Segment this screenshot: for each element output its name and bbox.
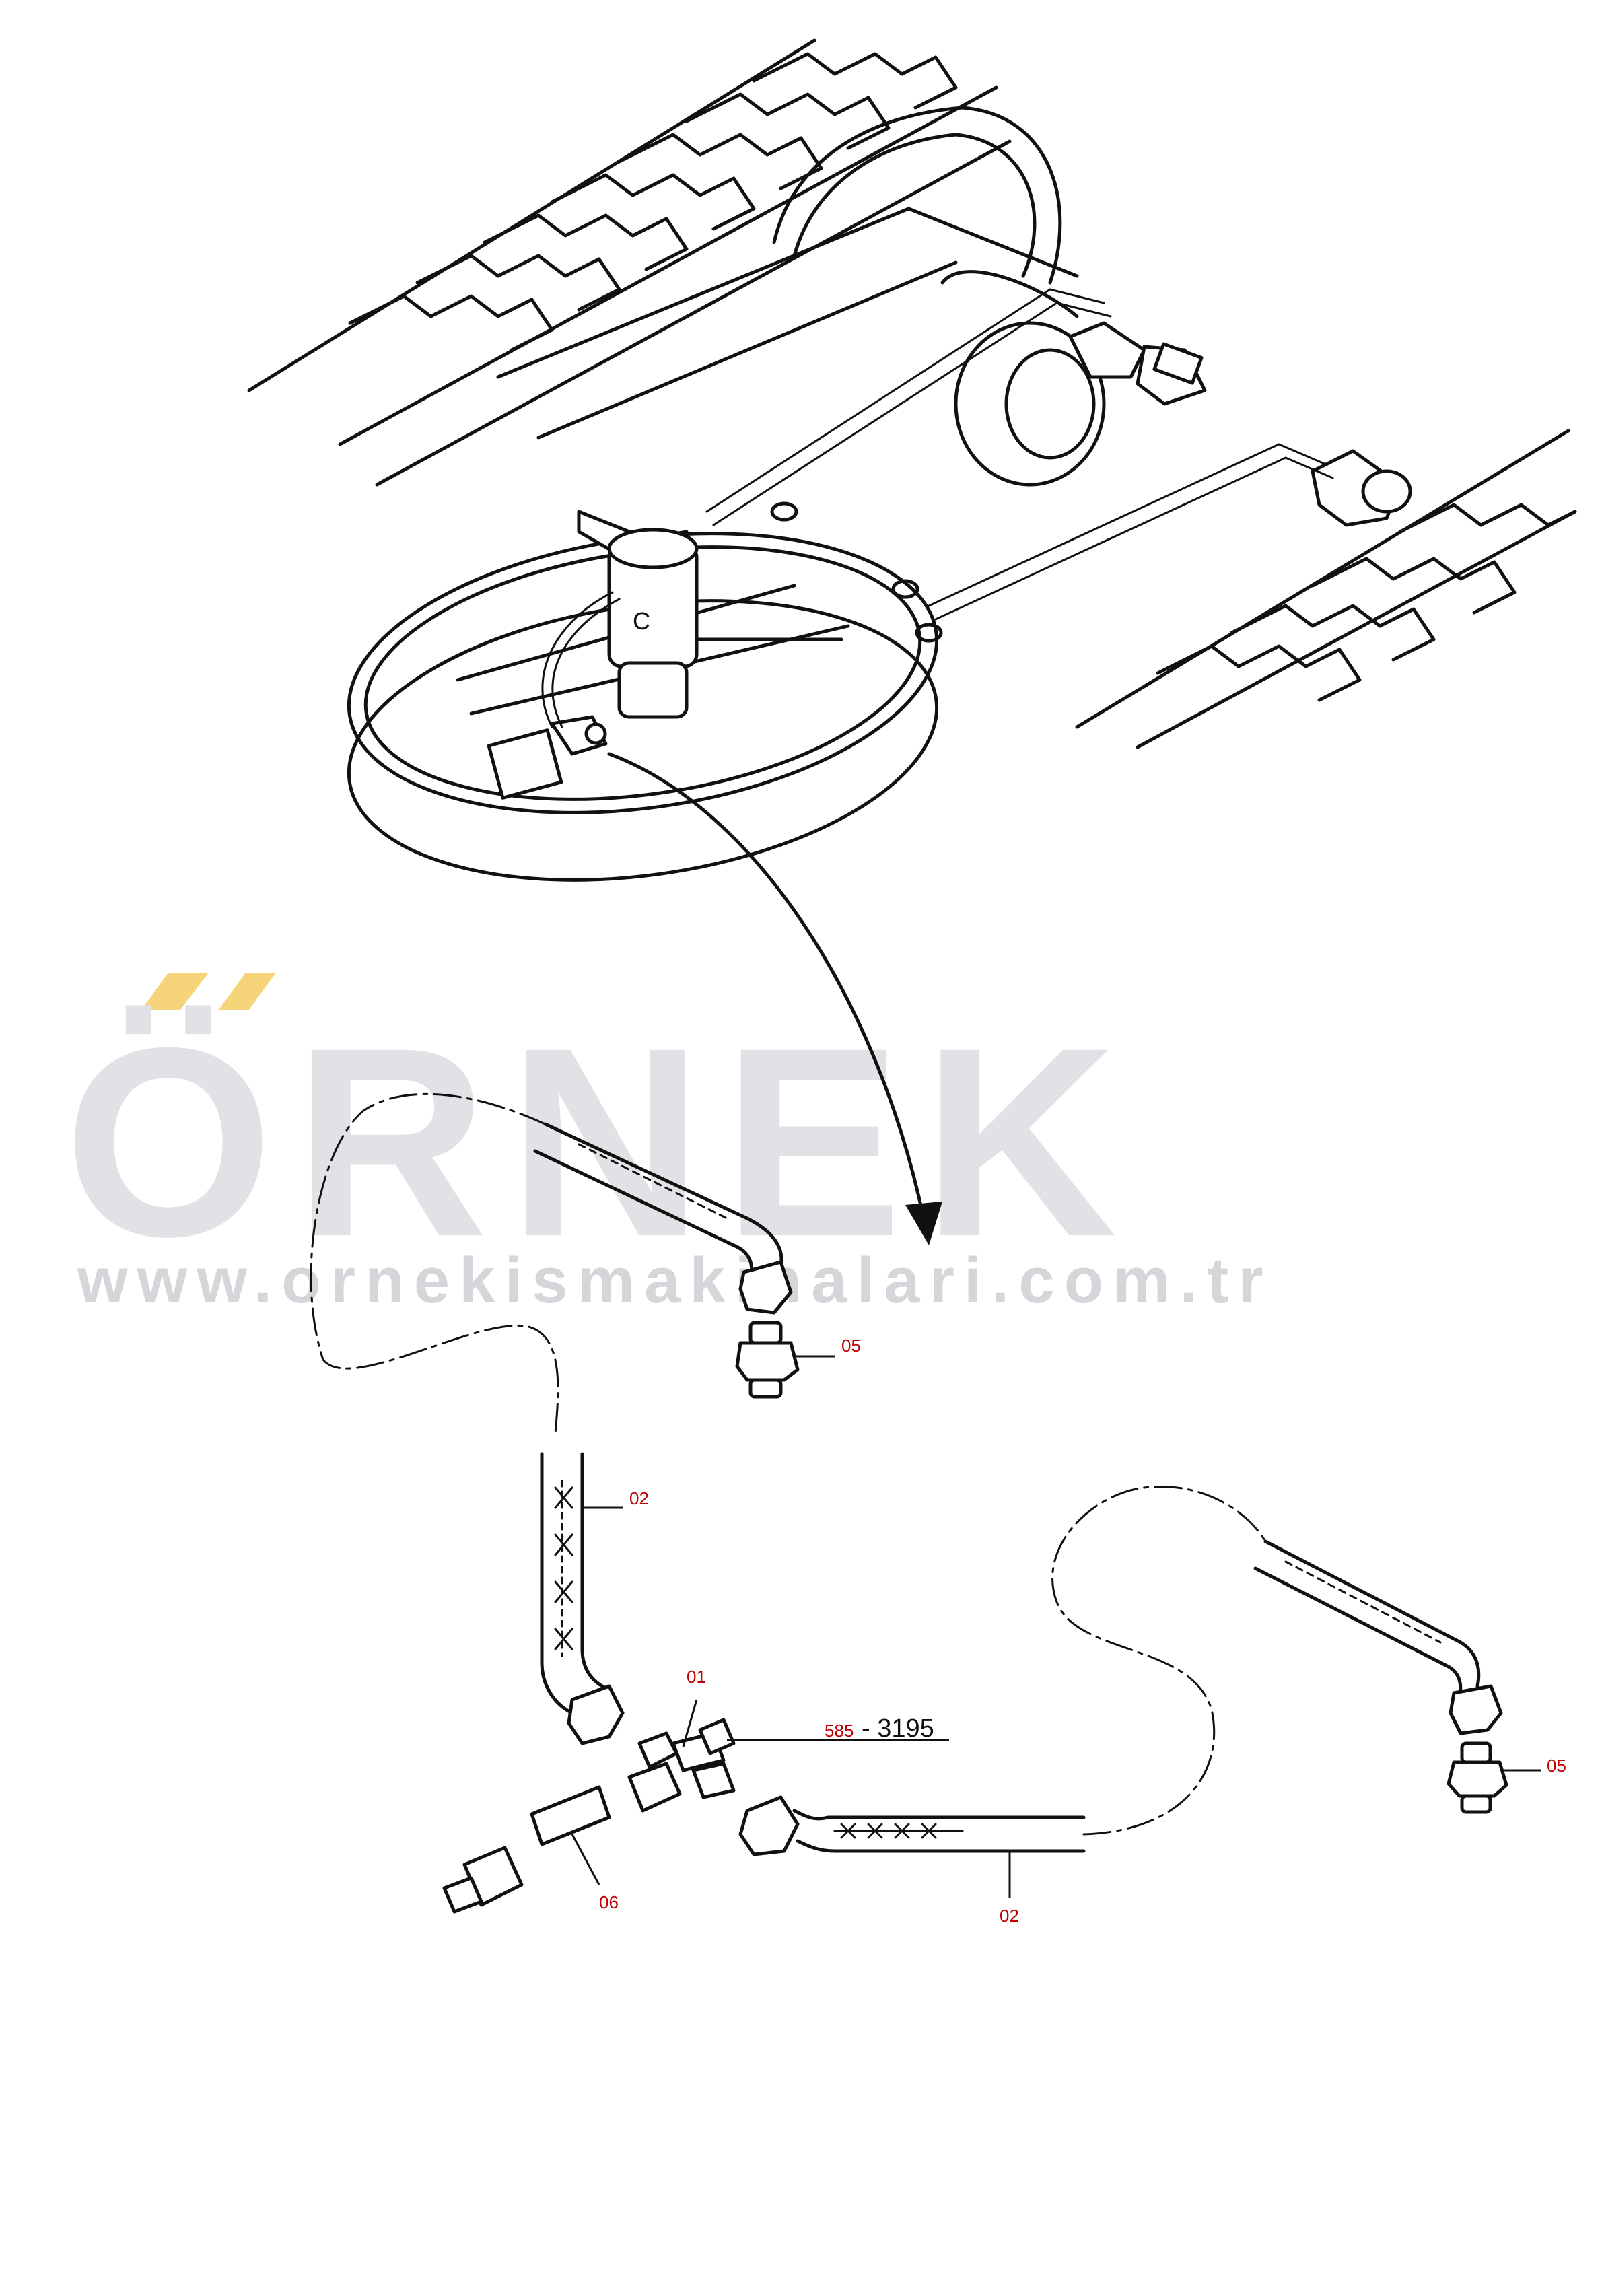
right-motor-fitting — [1311, 449, 1412, 527]
callout-05-left: 05 — [841, 1335, 861, 1356]
hose-left-02: 02 — [540, 1452, 649, 1745]
svg-text:C: C — [633, 607, 650, 635]
travel-motor-fitting — [1068, 321, 1207, 406]
detail-arrow — [607, 752, 942, 1245]
valve-block — [487, 715, 608, 800]
callout-02-left: 02 — [629, 1488, 649, 1508]
watermark: ÖRNEK www.ornekismakinalari.com.tr — [64, 973, 1273, 1317]
watermark-url: www.ornekismakinalari.com.tr — [77, 1245, 1273, 1317]
fitting-05-right: 05 — [1447, 1741, 1566, 1814]
hose-right-02: 02 — [738, 1486, 1267, 1926]
callout-02-right: 02 — [1000, 1906, 1019, 1926]
hose-detail-illustration: 05 02 01 585 - 3195 — [310, 1092, 1566, 1926]
swivel-joint: C — [577, 510, 699, 719]
callout-06: 06 — [599, 1892, 619, 1912]
track-shoes-right — [1156, 503, 1577, 702]
hose-top-right — [1253, 1539, 1503, 1735]
tee-fitting-01: 01 585 - 3195 — [627, 1667, 949, 1813]
track-shoes — [348, 52, 958, 352]
hose-top — [310, 1092, 793, 1435]
track-assembly-illustration: C — [247, 38, 1577, 1245]
watermark-brand: ÖRNEK — [64, 992, 1138, 1292]
callout-ref-code: - 3195 — [862, 1714, 934, 1743]
callout-585-prefix: 585 — [825, 1720, 854, 1741]
watermark-accent-left — [141, 973, 209, 1010]
callout-01: 01 — [687, 1667, 706, 1687]
callout-05-right: 05 — [1547, 1755, 1566, 1776]
adapter-06: 06 — [442, 1785, 619, 1914]
fitting-05-left: 05 — [735, 1321, 861, 1399]
watermark-accent-right — [219, 973, 276, 1010]
